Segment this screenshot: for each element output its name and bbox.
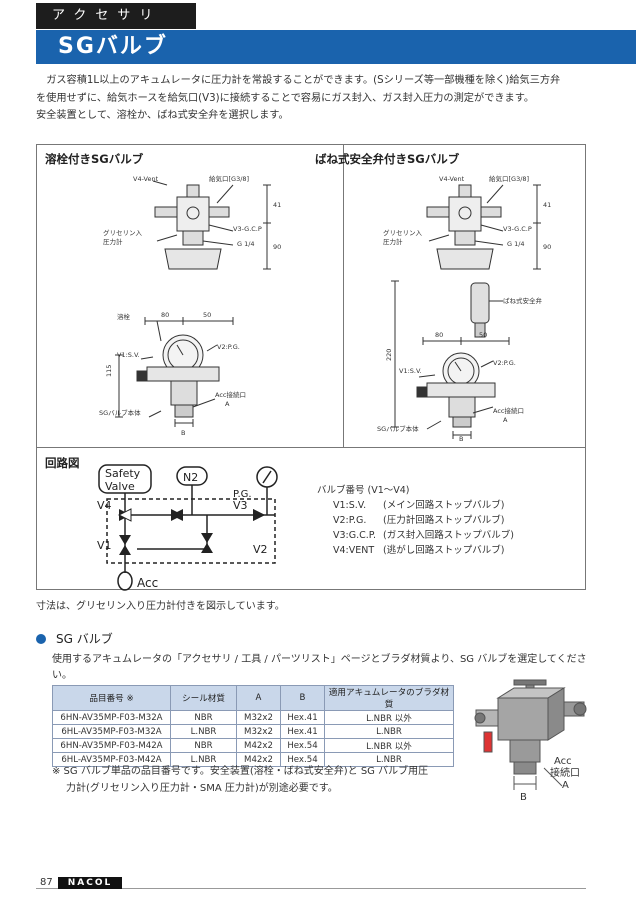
section-heading: SG バルブ [36, 630, 113, 647]
label-gauge-2-right: 圧力計 [383, 237, 403, 246]
label-spring-valve: ばね式安全弁 [503, 296, 543, 305]
circuit-v1: V1 [97, 539, 112, 552]
dim-41: 41 [273, 201, 281, 209]
circuit-valve: Valve [105, 480, 135, 493]
valve-row-4: V4:VENT(逃がし回路ストップバルブ) [333, 545, 505, 556]
label-supply-port: 給気口[G3/8] [209, 174, 249, 183]
valve-row-2: V2:P.G.(圧力計回路ストップバルブ) [333, 515, 505, 526]
col-bladder: 適用アキュムレータのブラダ材質 [324, 685, 454, 711]
figure-box: 溶栓付きSGバルブ ばね式安全弁付きSGバルブ 回路図 V4-Vent 給気口[… [36, 144, 586, 591]
dim-115: 115 [105, 365, 113, 377]
intro-line-1: ガス容積1L以上のアキュムレータに圧力計を常設することができます。(Sシリーズ等… [46, 75, 561, 86]
figure-divider-vertical [343, 145, 344, 447]
circuit-v2: V2 [253, 543, 268, 556]
circuit-diagram: Safety Valve N2 P.G. V4 V3 V1 V2 Acc [97, 464, 278, 591]
circuit-v3: V3 [233, 499, 248, 512]
footnote-line-2: 力計(グリセリン入り圧力計・SMA 圧力計)が別途必要です。 [66, 783, 338, 794]
circuit-pg: P.G. [233, 489, 252, 500]
figure-divider-horizontal [37, 447, 585, 448]
label-gauge-1-right: グリセリン入 [383, 228, 423, 237]
circuit-acc: Acc [137, 576, 158, 590]
left-panel-title: 溶栓付きSGバルブ [45, 152, 144, 166]
dim-80-left: 80 [161, 311, 169, 319]
valve-list-heading: バルブ番号 (V1〜V4) [317, 485, 410, 496]
brand-logo: NACOL [58, 877, 122, 889]
label-v2pg-right: V2:P.G. [493, 359, 516, 367]
spec-table: 品目番号 ※ シール材質 A B 適用アキュムレータのブラダ材質 6HN-AV3… [52, 685, 454, 767]
circuit-v4: V4 [97, 499, 112, 512]
valve-list: バルブ番号 (V1〜V4) V1:S.V.(メイン回路ストップバルブ) V2:P… [317, 483, 514, 558]
label-gauge-2: 圧力計 [103, 237, 123, 246]
right-panel-title: ばね式安全弁付きSGバルブ [315, 152, 460, 166]
circuit-n2: N2 [183, 471, 198, 484]
dim-90-right: 90 [543, 243, 551, 251]
page-number: 87 [40, 877, 53, 888]
valve-row-1: V1:S.V.(メイン回路ストップバルブ) [333, 500, 505, 511]
footnote-line-1: ※ SG バルブ単品の品目番号です。安全装置(溶栓・ばね式安全弁)と SG バル… [52, 766, 429, 777]
circuit-title: 回路図 [45, 456, 80, 470]
label-v4-vent: V4-Vent [133, 175, 159, 183]
intro-text: ガス容積1L以上のアキュムレータに圧力計を常設することができます。(Sシリーズ等… [36, 72, 606, 125]
label-acc-port-right: Acc接続口 [493, 406, 524, 415]
label-gauge-1: グリセリン入 [103, 228, 143, 237]
label-g14-right: G 1/4 [507, 240, 525, 248]
bullet-icon [36, 633, 46, 644]
circuit-safety: Safety [105, 467, 141, 480]
label-supply-port-right: 給気口[G3/8] [489, 174, 529, 183]
label-v1sv-left: V1:S.V. [117, 351, 140, 359]
valve-row-3: V3:G.C.P.(ガス封入回路ストップバルブ) [333, 530, 514, 541]
footer-divider [36, 888, 586, 889]
label-b-right: B [459, 435, 463, 443]
label-sg-body-left: SGバルブ本体 [99, 408, 141, 417]
dimension-note: 寸法は、グリセリン入り圧力計付きを図示しています。 [36, 601, 285, 612]
section-text-1: 使用するアキュムレータの「アクセサリ / 工具 / パーツリスト」ページとブラダ… [52, 654, 587, 681]
label-fusible-plug: 溶栓 [117, 312, 131, 321]
photo-label-acc: Acc [554, 756, 572, 767]
label-sg-body-right: SGバルブ本体 [377, 424, 419, 433]
photo-label-port: 接続口 [550, 766, 580, 779]
intro-line-3: 安全装置として、溶栓か、ばね式安全弁を選択します。 [36, 110, 289, 121]
dim-50-left: 50 [203, 311, 211, 319]
dim-90: 90 [273, 243, 281, 251]
photo-label-b: B [520, 792, 527, 803]
label-v4-vent-right: V4-Vent [439, 175, 465, 183]
sg-valve-photo: B Acc 接続口 A [474, 679, 587, 803]
label-g14: G 1/4 [237, 240, 255, 248]
label-b-left: B [181, 429, 185, 437]
photo-label-a: A [562, 780, 569, 791]
right-drawings: V4-Vent 給気口[G3/8] V3-G.C.P グリセリン入 圧力計 G … [377, 174, 551, 443]
dim-50-right: 50 [479, 331, 487, 339]
col-b: B [280, 685, 325, 711]
label-v3-gcp-right: V3-G.C.P [503, 225, 532, 233]
category-tag: アクセサリ [36, 3, 196, 29]
left-drawings: V4-Vent 給気口[G3/8] V3-G.C.P グリセリン入 圧力計 G … [99, 174, 281, 437]
label-a-left: A [225, 400, 230, 408]
section-heading-text: SG バルブ [56, 632, 113, 646]
dim-80-right: 80 [435, 331, 443, 339]
label-a-right: A [503, 416, 508, 424]
label-v3-gcp: V3-G.C.P [233, 225, 262, 233]
intro-line-2: を使用せずに、給気ホースを給気口(V3)に接続することで容易にガス封入、ガス封入… [36, 92, 535, 104]
col-part-number: 品目番号 ※ [52, 685, 171, 711]
dim-41-right: 41 [543, 201, 551, 209]
label-v1sv-right: V1:S.V. [399, 367, 422, 375]
footnote: ※ SG バルブ単品の品目番号です。安全装置(溶栓・ばね式安全弁)と SG バル… [52, 763, 472, 797]
page-title: SGバルブ [36, 30, 636, 64]
label-acc-port-left: Acc接続口 [215, 390, 246, 399]
dim-220: 220 [385, 349, 393, 361]
label-v2pg-left: V2:P.G. [217, 343, 240, 351]
col-a: A [236, 685, 281, 711]
table-header-row: 品目番号 ※ シール材質 A B 適用アキュムレータのブラダ材質 [52, 685, 454, 711]
col-seal: シール材質 [170, 685, 237, 711]
